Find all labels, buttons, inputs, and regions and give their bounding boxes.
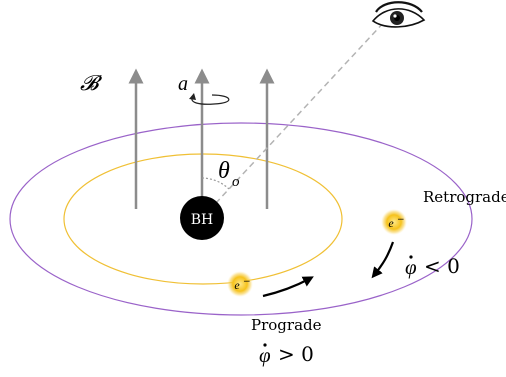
electron-label-prograde: e [234,278,240,292]
outer-orbit [9,122,473,316]
electron-charge-retrograde: − [397,215,405,225]
field-label: 𝓑 [80,71,103,95]
rotation-arrow-icon [191,94,230,105]
inclination-label: θ [218,158,230,184]
electron-charge-prograde: − [243,277,251,287]
pro-phi-dot [263,343,267,347]
black-hole-label: BH [191,212,214,228]
retro-phi-dot [409,255,413,259]
retro-condition: < 0 [424,254,460,278]
prograde-label: Prograde [251,316,322,334]
inclination-subscript: o [232,174,240,190]
line-of-sight [201,19,387,219]
retrograde-motion-arrow [371,241,395,279]
pro-condition: > 0 [278,342,314,366]
pro-phi: φ [259,343,271,367]
electron-retrograde [381,209,407,235]
electron-prograde [227,271,253,297]
retrograde-label: Retrograde [423,188,506,206]
black-hole [180,196,224,240]
inclination-arc [201,177,230,190]
eye-icon [371,1,426,28]
retro-phi: φ [405,255,417,279]
spin-label: a [178,73,188,95]
electron-label-retrograde: e [388,216,394,230]
prograde-motion-arrow [262,276,314,298]
